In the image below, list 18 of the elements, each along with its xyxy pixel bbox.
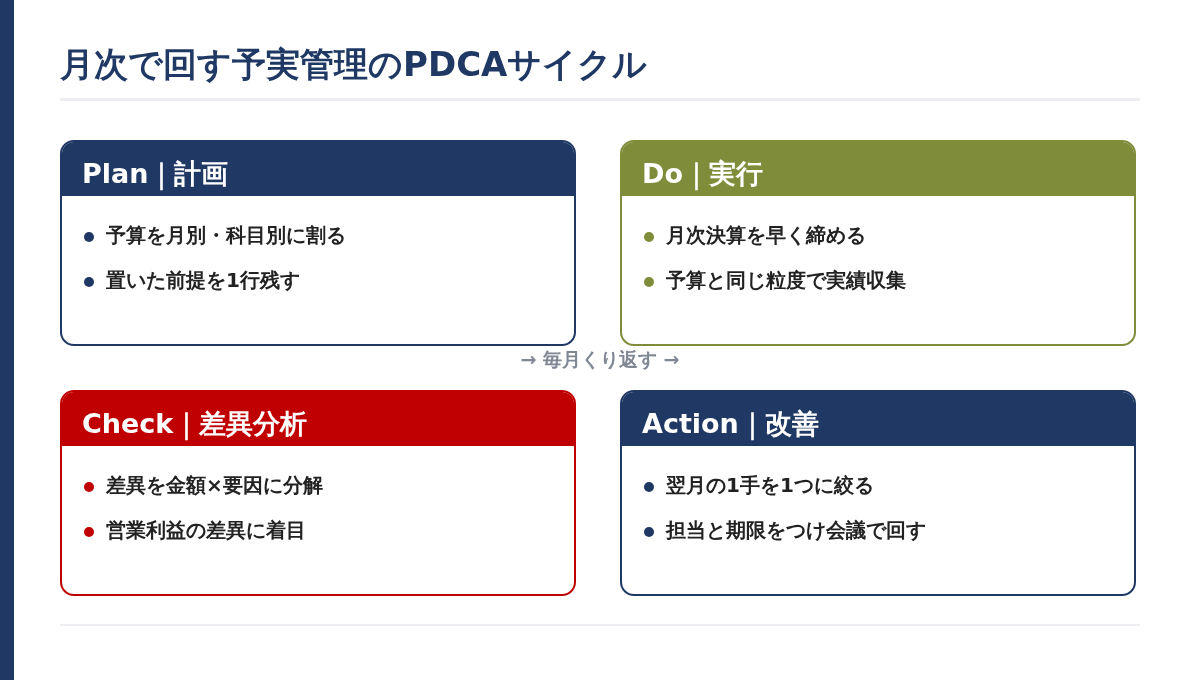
bullet-text: 置いた前提を1行残す — [106, 267, 300, 294]
card-header: Do｜実行 — [622, 142, 1134, 196]
card — [620, 390, 1136, 596]
cycle-note: → 毎月くり返す → — [520, 347, 680, 372]
card-header: Action｜改善 — [622, 392, 1134, 446]
card — [60, 390, 576, 596]
card-header: Check｜差異分析 — [62, 392, 574, 446]
bullet-text: 予算を月別・科目別に割る — [106, 222, 346, 249]
card-header: Plan｜計画 — [62, 142, 574, 196]
bullet-text: 予算と同じ粒度で実績収集 — [666, 267, 906, 294]
card — [620, 140, 1136, 346]
card — [60, 140, 576, 346]
bullet-text: 月次決算を早く締める — [666, 222, 866, 249]
title: 月次で回す予実管理のPDCAサイクル — [60, 43, 648, 86]
bullet-text: 差異を金額×要因に分解 — [106, 472, 323, 499]
bullet-text: 担当と期限をつけ会議で回す — [666, 517, 926, 544]
bullet-text: 翌月の1手を1つに絞る — [666, 472, 874, 499]
bullet-text: 営業利益の差異に着目 — [106, 517, 306, 544]
